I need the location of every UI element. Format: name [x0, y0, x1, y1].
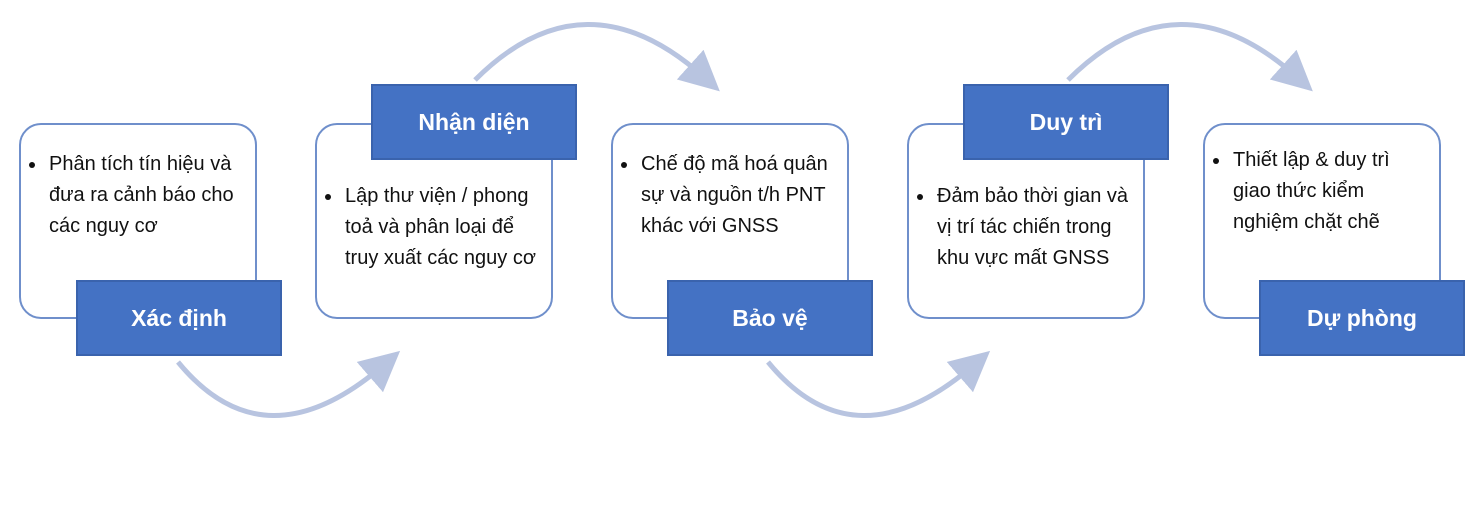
arrow-3-to-4 — [766, 350, 991, 418]
step-text-3: Chế độ mã hoá quân sự và nguồn t/h PNT k… — [621, 149, 833, 242]
step-label-3: Bảo vệ — [667, 280, 873, 356]
step-label-5: Dự phòng — [1259, 280, 1465, 356]
arrow-1-to-2 — [176, 350, 401, 418]
step-text-1: Phân tích tín hiệu và đưa ra cảnh báo ch… — [29, 149, 241, 242]
step-label-2: Nhận diện — [371, 84, 577, 160]
step-text-5: Thiết lập & duy trì giao thức kiểm nghiệ… — [1213, 145, 1425, 238]
arrow-2-to-3 — [473, 22, 720, 92]
step-card-4: Đảm bảo thời gian và vị trí tác chiến tr… — [907, 123, 1145, 319]
step-text-4: Đảm bảo thời gian và vị trí tác chiến tr… — [917, 181, 1129, 274]
step-label-4: Duy trì — [963, 84, 1169, 160]
arrow-4-to-5 — [1066, 22, 1313, 92]
step-card-1: Phân tích tín hiệu và đưa ra cảnh báo ch… — [19, 123, 257, 319]
step-text-2: Lập thư viện / phong toả và phân loại để… — [325, 181, 537, 274]
step-label-1: Xác định — [76, 280, 282, 356]
